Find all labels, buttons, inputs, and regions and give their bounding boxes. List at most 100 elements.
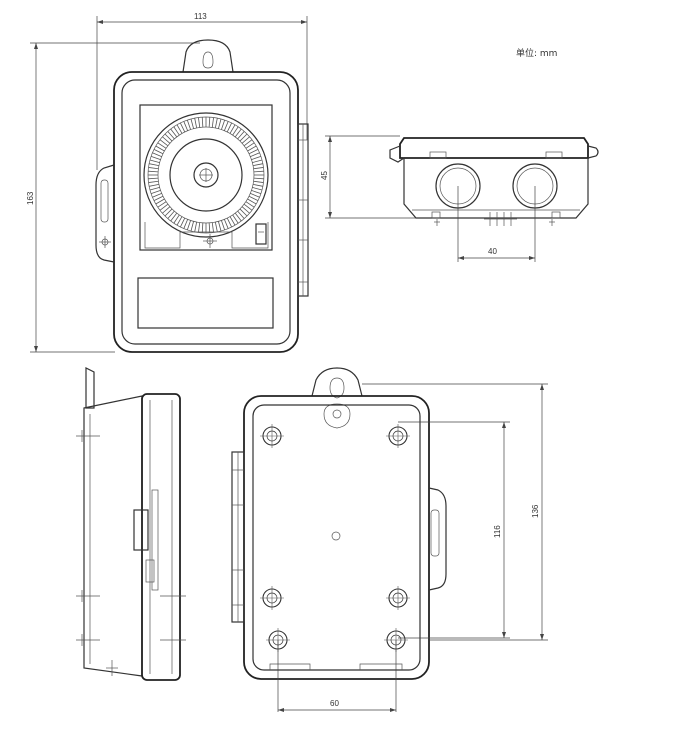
dial-tick (252, 187, 263, 191)
dial-tick (170, 128, 178, 138)
dial-tick (247, 145, 257, 152)
mounting-hole (386, 424, 410, 448)
dial-tick (239, 133, 248, 142)
dial-tick (153, 195, 164, 202)
dial-tick (250, 152, 260, 158)
dial-tick (162, 206, 171, 214)
dial-tick (214, 118, 218, 129)
dial-tick (201, 117, 204, 128)
dial-tick (170, 212, 178, 222)
dial-tick (245, 142, 255, 149)
dial-tick (148, 177, 159, 180)
dial-tick (159, 139, 169, 147)
dial-tick (223, 219, 229, 229)
dial-tick (234, 212, 242, 222)
dial-tick (194, 118, 198, 129)
dial-tick (208, 222, 211, 233)
dial-tick (150, 190, 161, 195)
dial-tick (252, 159, 263, 163)
dial-tick (239, 208, 248, 217)
dial-tick (179, 217, 186, 228)
dial-tick (149, 163, 160, 167)
dial-tick (226, 217, 233, 228)
dial-tick (232, 214, 239, 224)
mounting-hole (260, 586, 284, 610)
dial-tick (149, 187, 160, 191)
dim-front-width: 113 (194, 12, 207, 21)
dial-tick (164, 208, 173, 217)
dial-tick (251, 155, 262, 160)
dial-tick (211, 117, 214, 128)
dial-tick (226, 122, 233, 133)
dial-tick (221, 220, 226, 231)
dial-tick (179, 122, 186, 133)
dial-tick (164, 133, 173, 142)
dial-tick (194, 221, 198, 232)
dial-tick (223, 121, 229, 131)
dim-back-hole-spacing-v: 116 (493, 525, 502, 538)
dial-tick (248, 148, 259, 155)
dial-tick (176, 124, 183, 134)
dial-tick (245, 201, 255, 208)
dial-tick (148, 167, 159, 170)
dial-tick (167, 210, 175, 219)
dial-tick (241, 206, 250, 214)
mounting-hole (260, 424, 284, 448)
dial-tick (201, 222, 204, 233)
dial-tick (148, 170, 159, 173)
dial-tick (183, 219, 189, 229)
dial-tick (237, 131, 245, 140)
dial-tick (149, 183, 160, 187)
profile-view (76, 367, 186, 681)
dial-tick (253, 167, 264, 170)
dial-tick (243, 139, 253, 147)
dial-tick (221, 119, 226, 130)
dial-tick (253, 180, 264, 183)
dial-tick (218, 221, 222, 232)
dial-tick (148, 180, 159, 183)
dial-tick (149, 159, 160, 163)
dial-tick (167, 131, 175, 140)
dial-tick (198, 222, 201, 233)
dial-tick (229, 124, 236, 134)
dial-tick (250, 192, 260, 198)
dial-tick (159, 203, 169, 211)
dial-tick (198, 117, 201, 128)
dial-tick (211, 222, 214, 233)
dial-tick (248, 195, 259, 202)
dim-side-depth: 45 (320, 171, 329, 180)
side-view: 45 40 (320, 135, 599, 262)
mounting-hole (386, 586, 410, 610)
dial-tick (241, 136, 250, 144)
dial-tick (232, 126, 239, 136)
unit-label: 单位: mm (516, 47, 557, 59)
dial-tick (218, 118, 222, 129)
dial-tick (176, 216, 183, 226)
front-view: 113 163 (26, 12, 309, 353)
dial-tick (173, 214, 180, 224)
dial-tick (152, 152, 162, 158)
dial-tick (152, 192, 162, 198)
dial-tick (214, 221, 218, 232)
dim-back-hole-spacing-h: 60 (330, 699, 339, 708)
dial-tick (155, 198, 165, 205)
dial-tick (237, 210, 245, 219)
dial-tick (186, 220, 191, 231)
dial-tick (183, 121, 189, 131)
dial-tick (234, 128, 242, 138)
dial-tick (186, 119, 191, 130)
dial-tick (190, 118, 194, 129)
dial-tick (247, 198, 257, 205)
dial-tick (252, 183, 263, 187)
dial-tick (157, 142, 167, 149)
dial-tick (157, 201, 167, 208)
dial-tick (208, 117, 211, 128)
dial-tick (253, 177, 264, 180)
dim-back-height: 136 (531, 504, 540, 518)
dial-tick (173, 126, 180, 136)
dial-tick (155, 145, 165, 152)
dial-tick (190, 221, 194, 232)
dial-tick (162, 136, 171, 144)
dial-tick (243, 203, 253, 211)
